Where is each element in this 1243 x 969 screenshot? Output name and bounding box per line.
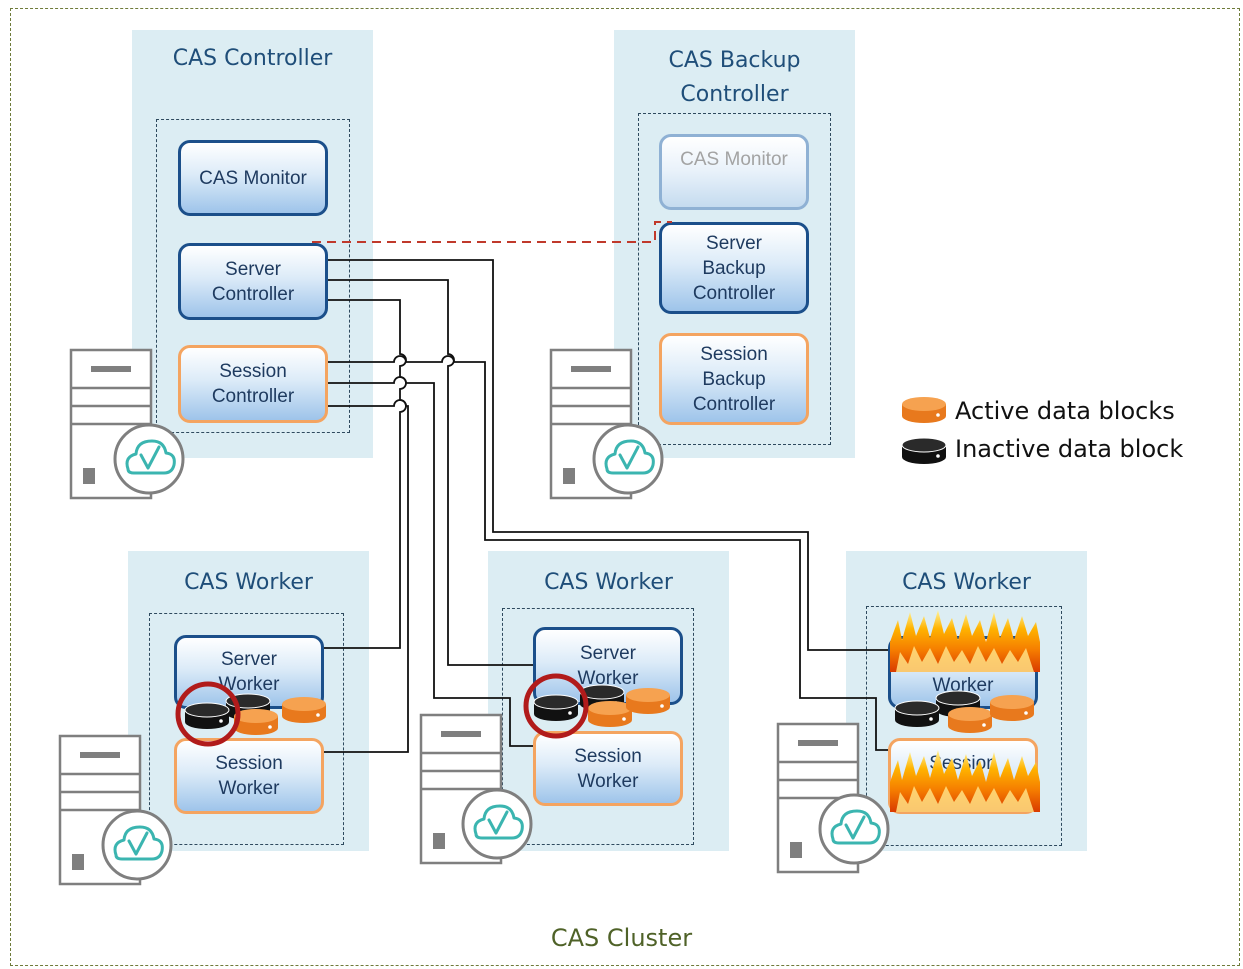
- cas-worker-inner-2: [502, 608, 694, 845]
- backup-cas-monitor-box: CAS Monitor: [659, 134, 809, 210]
- cas-worker-inner-1: [149, 613, 344, 845]
- disk-block-icon: [184, 702, 230, 730]
- disk-block-icon: [902, 397, 946, 423]
- cas-controller-title: CAS Controller: [172, 46, 333, 71]
- cas-backup-controller-title: CAS Backup Controller: [668, 48, 801, 107]
- disk-block-icon: [990, 695, 1034, 721]
- session-backup-controller-box: Session Backup Controller: [659, 333, 809, 425]
- cas-worker-title-1: CAS Worker: [184, 570, 313, 595]
- session-worker-box-2: Session Worker: [533, 731, 683, 806]
- disk-block-icon: [588, 701, 632, 727]
- cas-cluster-boundary: [10, 8, 1240, 966]
- cas-backup-controller-inner: [638, 113, 831, 445]
- cas-worker-title-2: CAS Worker: [544, 570, 673, 595]
- highlight-circle: [523, 673, 589, 739]
- legend-active-label: Active data blocks: [955, 397, 1175, 425]
- disk-block-icon: [626, 688, 670, 714]
- legend-inactive-label: Inactive data block: [955, 435, 1184, 463]
- fire-icon: [890, 610, 1040, 672]
- cloud-check-icon: [818, 793, 890, 865]
- cluster-label: CAS Cluster: [550, 924, 693, 952]
- disk-block-icon: [901, 437, 947, 465]
- cas-monitor-box: CAS Monitor: [178, 140, 328, 216]
- server-controller-box: Server Controller: [178, 243, 328, 320]
- disk-block-icon: [894, 700, 940, 728]
- cas-worker-title-3: CAS Worker: [902, 570, 1031, 595]
- server-backup-controller-box: Server Backup Controller: [659, 222, 809, 314]
- highlight-circle: [175, 681, 241, 747]
- server-worker-box-1: Server Worker: [174, 635, 324, 709]
- session-controller-box: Session Controller: [178, 345, 328, 423]
- cas-controller-inner: [156, 119, 350, 433]
- cloud-check-icon: [101, 809, 173, 881]
- disk-block-icon: [234, 709, 278, 735]
- cas-worker-inner-3: [866, 606, 1062, 846]
- cloud-check-icon: [113, 423, 185, 495]
- cloud-check-icon: [461, 788, 533, 860]
- connection-lines: [324, 259, 888, 753]
- disk-block-icon: [948, 707, 992, 733]
- failover-link: [312, 221, 672, 243]
- fire-icon: [890, 750, 1040, 812]
- disk-block-icon: [282, 697, 326, 723]
- session-worker-box-1: Session Worker: [174, 738, 324, 814]
- cloud-check-icon: [592, 423, 664, 495]
- disk-block-icon: [533, 694, 579, 722]
